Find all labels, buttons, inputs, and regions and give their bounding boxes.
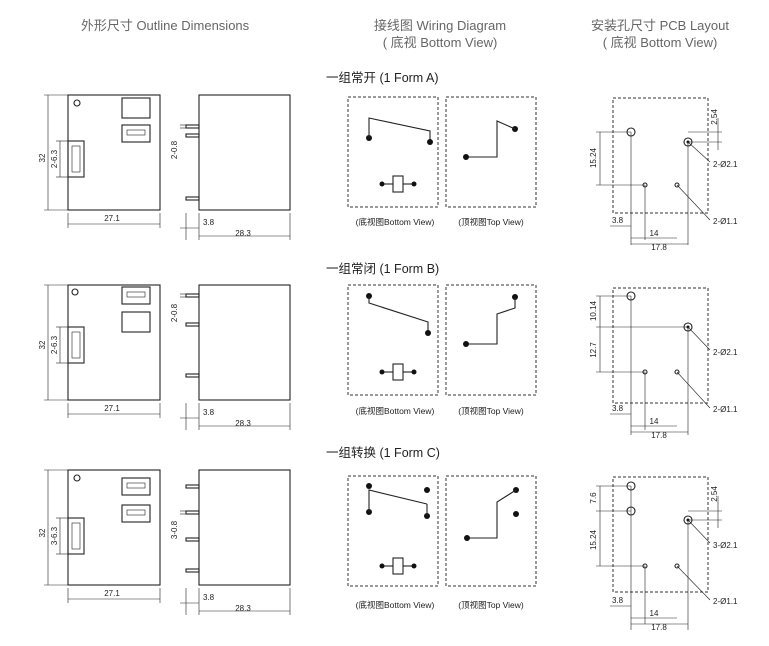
dim-pin-offset: 3.8: [203, 593, 215, 602]
pcb-dim-v-spacing: 15.24: [589, 529, 598, 550]
pcb-header: 安装孔尺寸 PCB Layout ( 底视 Bottom View): [565, 17, 755, 51]
pcb-dim-total: 17.8: [651, 623, 667, 632]
pcb-layout-a: 15.24 2.54 2-Ø2.1 2-Ø1.1 3.8 14 17.8: [589, 97, 738, 252]
pcb-dim-top-offset: 2.54: [710, 109, 719, 125]
wiring-bottom-view-b: (底视图Bottom View): [347, 284, 439, 416]
pcb-dim-mid: 14: [650, 417, 659, 426]
pcb-dim-big-holes: 2-Ø2.1: [713, 348, 738, 357]
wiring-header-line2: ( 底视 Bottom View): [382, 35, 498, 50]
outline-side-view-c: 3-0.8 3.8 28.3: [170, 469, 291, 615]
wiring-bottom-view-a: (底视图Bottom View): [347, 96, 439, 227]
section-title-form-b: 一组常闭 (1 Form B): [326, 262, 440, 276]
dim-side-pin: 2-0.8: [170, 140, 179, 159]
pcb-dim-big-holes: 2-Ø2.1: [713, 160, 738, 169]
pcb-dim-mid: 14: [650, 229, 659, 238]
wiring-header: 接线图 Wiring Diagram ( 底视 Bottom View): [345, 17, 535, 51]
dim-pin-spacing: 2-6.3: [50, 149, 59, 168]
dim-depth: 28.3: [235, 419, 251, 428]
dim-depth: 28.3: [235, 604, 251, 613]
dim-height: 32: [38, 153, 47, 162]
pcb-dim-total: 17.8: [651, 243, 667, 252]
pcb-dim-left: 3.8: [612, 216, 624, 225]
pcb-dim-mid: 14: [650, 609, 659, 618]
pcb-header-line1: 安装孔尺寸 PCB Layout: [591, 18, 729, 33]
pcb-dim-v-spacing-top: 10.14: [589, 300, 598, 321]
pcb-layout-b: 10.14 12.7 2-Ø2.1 2-Ø1.1 3.8 14 17.8: [589, 287, 738, 440]
caption-bottom-view: (底视图Bottom View): [356, 406, 435, 416]
section-title-form-c: 一组转换 (1 Form C): [326, 446, 440, 460]
section-form-c: 32 3-6.3 27.1 3-0.8 3.8 28.3: [38, 469, 738, 632]
pcb-dim-total: 17.8: [651, 431, 667, 440]
pcb-header-line2: ( 底视 Bottom View): [602, 35, 718, 50]
wiring-top-view-c: (顶视图Top View): [445, 475, 537, 610]
dim-side-pin: 2-0.8: [170, 303, 179, 322]
pcb-dim-left: 3.8: [612, 404, 624, 413]
pcb-dim-small-holes: 2-Ø1.1: [713, 597, 738, 606]
section-title-form-a: 一组常开 (1 Form A): [326, 71, 439, 85]
pcb-dim-v-spacing: 15.24: [589, 147, 598, 168]
outline-front-view-c: 32 3-6.3 27.1: [38, 469, 161, 603]
pcb-dim-left: 3.8: [612, 596, 624, 605]
outline-front-view-b: 32 2-6.3 27.1: [38, 284, 161, 418]
caption-top-view: (顶视图Top View): [458, 600, 524, 610]
dim-width: 27.1: [104, 404, 120, 413]
outline-header: 外形尺寸 Outline Dimensions: [60, 17, 270, 34]
wiring-bottom-view-c: (底视图Bottom View): [347, 475, 439, 610]
section-form-b: 32 2-6.3 27.1 2-0.8 3.8 28.3: [38, 284, 738, 440]
outline-side-view-b: 2-0.8 3.8 28.3: [170, 284, 291, 430]
pcb-dim-big-holes: 3-Ø2.1: [713, 541, 738, 550]
wiring-top-view-b: (顶视图Top View): [445, 284, 537, 416]
wiring-header-line1: 接线图 Wiring Diagram: [373, 18, 507, 33]
dim-height: 32: [38, 340, 47, 349]
dim-pin-offset: 3.8: [203, 218, 215, 227]
pcb-dim-small-holes: 2-Ø1.1: [713, 405, 738, 414]
section-form-a: 32 2-6.3 27.1 2-0.8 3.8 28.3: [38, 94, 738, 252]
dim-pin-spacing: 2-6.3: [50, 335, 59, 354]
dim-pin-spacing: 3-6.3: [50, 526, 59, 545]
caption-top-view: (顶视图Top View): [458, 406, 524, 416]
pcb-dim-top-offset-a: 7.6: [589, 492, 598, 504]
caption-bottom-view: (底视图Bottom View): [356, 217, 435, 227]
pcb-dim-small-holes: 2-Ø1.1: [713, 217, 738, 226]
pcb-dim-v-spacing-bottom: 12.7: [589, 342, 598, 358]
dim-width: 27.1: [104, 589, 120, 598]
dim-width: 27.1: [104, 214, 120, 223]
dim-depth: 28.3: [235, 229, 251, 238]
pcb-layout-c: 7.6 15.24 2.54 3-Ø2.1 2-Ø1.1 3.8 14 17.8: [589, 476, 738, 632]
caption-bottom-view: (底视图Bottom View): [356, 600, 435, 610]
outline-side-view-a: 2-0.8 3.8 28.3: [170, 94, 291, 240]
wiring-top-view-a: (顶视图Top View): [445, 96, 537, 227]
dim-side-pin: 3-0.8: [170, 520, 179, 539]
dim-height: 32: [38, 528, 47, 537]
outline-front-view-a: 32 2-6.3 27.1: [38, 94, 161, 228]
pcb-dim-top-offset-b: 2.54: [710, 486, 719, 502]
outline-header-text: 外形尺寸 Outline Dimensions: [80, 18, 250, 33]
dim-pin-offset: 3.8: [203, 408, 215, 417]
caption-top-view: (顶视图Top View): [458, 217, 524, 227]
